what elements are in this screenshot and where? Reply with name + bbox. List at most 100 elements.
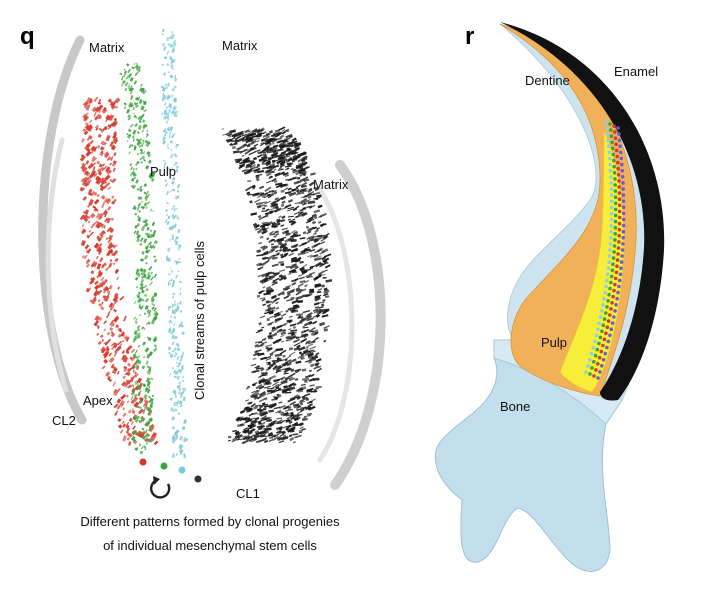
clone-cell (299, 401, 304, 406)
clone-cell (137, 216, 141, 222)
clone-cell (244, 131, 252, 136)
clone-cell (292, 304, 299, 308)
pulp-stream-dot (607, 150, 612, 155)
clone-cell (290, 308, 296, 313)
clone-cell (171, 408, 176, 413)
clone-cell (131, 184, 136, 189)
clone-cell (266, 147, 273, 151)
clone-cell (283, 385, 288, 389)
clone-cell (274, 364, 278, 369)
clone-cell (275, 249, 279, 253)
clone-cell (136, 268, 140, 273)
clone-cell (175, 169, 178, 172)
clone-cell (87, 215, 91, 219)
clone-cell (172, 59, 176, 64)
clone-cell (84, 125, 88, 129)
clone-cell (287, 398, 294, 403)
clone-cell (92, 296, 97, 301)
pulp-stream-dot (612, 288, 616, 293)
pulp-stream-dot (620, 248, 625, 252)
clone-cell (238, 166, 243, 170)
clone-cell (273, 144, 278, 149)
clone-cell (293, 416, 301, 420)
clone-cell (257, 194, 262, 199)
clone-cell (258, 385, 265, 390)
clone-cell (172, 401, 177, 407)
clone-cell (308, 329, 313, 333)
clone-cell (130, 184, 133, 188)
clone-cell (282, 411, 289, 417)
pulp-stream-dot (620, 162, 624, 167)
clone-cell (175, 361, 178, 364)
clone-cell (273, 313, 281, 318)
clone-cell (141, 129, 144, 133)
pulp-stream-dot (617, 240, 621, 244)
clone-cell (271, 271, 275, 275)
clone-cell (166, 126, 170, 131)
clone-cell (273, 225, 279, 229)
clone-cell (134, 96, 139, 101)
clone-cell (300, 337, 308, 344)
pulp-stream-dot (609, 199, 614, 204)
clone-cell (120, 82, 125, 87)
clone-cell (295, 287, 301, 292)
clone-cell (138, 305, 142, 309)
clone-cell (300, 197, 308, 204)
clone-cell (306, 412, 313, 416)
clone-cell (163, 112, 167, 116)
clone-cell (293, 370, 300, 375)
clone-cell (116, 398, 122, 404)
clone-cell (244, 129, 250, 134)
clone-cell (137, 131, 140, 134)
clone-cell (126, 432, 131, 437)
clone-cell (277, 241, 282, 245)
clone-cell (271, 281, 278, 286)
clone-cell (299, 399, 305, 403)
clone-cell (164, 218, 168, 224)
clone-cell (122, 354, 125, 358)
clone-cell (266, 150, 274, 154)
pulp-stream-dot (601, 357, 606, 362)
clone-cell (153, 307, 157, 312)
clone-cell (268, 331, 273, 335)
clone-cell (125, 394, 129, 398)
clone-cell (258, 242, 262, 245)
clone-cell (127, 116, 132, 121)
clone-cell (297, 191, 305, 195)
clone-cell (294, 215, 299, 218)
clone-cell (134, 212, 138, 216)
clone-cell (104, 286, 110, 292)
clone-cell (298, 388, 304, 391)
clone-cell (322, 257, 330, 263)
clone-cell (256, 140, 260, 143)
clone-cell (166, 192, 169, 196)
clone-cell (287, 206, 295, 210)
clone-cell (173, 347, 177, 351)
clone-cell (134, 331, 138, 336)
clone-cell (297, 290, 302, 294)
clone-cell (263, 259, 270, 265)
clone-cell (232, 150, 240, 154)
clone-cell (130, 172, 133, 177)
clone-cell (142, 411, 145, 415)
clone-cell (308, 323, 313, 326)
clone-cell (120, 394, 127, 400)
clone-cell (318, 311, 322, 315)
clone-cell (146, 365, 150, 369)
clone-cell (242, 435, 247, 438)
clone-cell (176, 170, 179, 173)
clone-cell (286, 298, 294, 302)
clone-cell (271, 306, 276, 311)
clone-cell (169, 282, 172, 286)
clone-cell (254, 341, 258, 344)
clone-cell (299, 171, 306, 178)
clone-cell (90, 277, 94, 281)
clone-cell (306, 254, 313, 258)
pulp-stream-dot (608, 242, 613, 246)
clone-cell (167, 42, 170, 47)
clone-cell (144, 275, 147, 279)
clone-cell (139, 118, 142, 122)
clone-cell (101, 202, 106, 209)
clone-cell (168, 328, 172, 333)
clone-cell (300, 329, 307, 334)
